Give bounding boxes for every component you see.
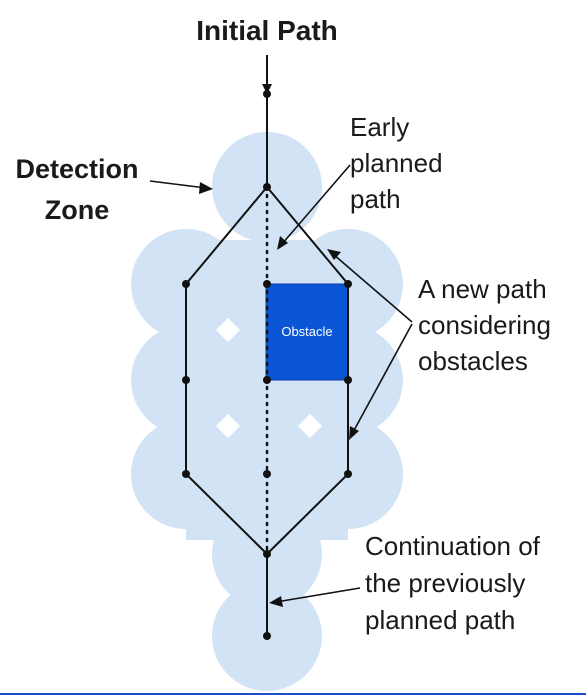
waypoint (344, 470, 352, 478)
obstacle-label: Obstacle (281, 324, 332, 339)
waypoint (182, 470, 190, 478)
zone-gap (298, 414, 322, 438)
waypoint (182, 376, 190, 384)
new-path-arrow-upper (332, 253, 413, 323)
waypoint (263, 470, 271, 478)
new-path-arrowhead-upper (327, 249, 341, 260)
new-path-label-line3: obstacles (418, 346, 528, 376)
waypoint (263, 550, 271, 558)
waypoint (263, 280, 271, 288)
detection-zone-arrow (149, 180, 207, 189)
obstacle-block (265, 283, 349, 381)
early-path-arrow (281, 164, 351, 245)
new-path-label-line1: A new path (418, 274, 547, 304)
zone-gap (216, 414, 240, 438)
new-path-arrow-lower (351, 323, 413, 435)
continuation-arrow (275, 587, 361, 603)
continuation-label-line2: the previously (365, 568, 525, 598)
early-path-label-line3: path (350, 184, 401, 214)
waypoint (263, 632, 271, 640)
early-path-arrowhead (277, 236, 288, 250)
early-path-label-line1: Early (350, 112, 409, 142)
waypoints (182, 90, 352, 640)
waypoint (344, 376, 352, 384)
continuation-arrowhead (269, 596, 283, 607)
waypoint (344, 280, 352, 288)
waypoint (182, 280, 190, 288)
annotation-arrowheads (199, 182, 359, 607)
early-path-label-line2: planned (350, 148, 443, 178)
initial-path-arrowhead (262, 84, 272, 94)
detection-zone-label-line2: Zone (45, 195, 110, 225)
waypoint (263, 183, 271, 191)
new-path-label-line2: considering (418, 310, 551, 340)
zone-gap (216, 318, 240, 342)
waypoint (263, 376, 271, 384)
continuation-label-line1: Continuation of (365, 531, 541, 561)
detection-zone-label-line1: Detection (15, 154, 138, 184)
new-path-arrowhead-lower (349, 426, 359, 440)
continuation-label-line3: planned path (365, 605, 515, 635)
initial-path-title: Initial Path (196, 15, 338, 46)
annotation-arrows (149, 164, 413, 603)
waypoint (263, 90, 271, 98)
detection-zone-arrowhead (199, 182, 213, 194)
